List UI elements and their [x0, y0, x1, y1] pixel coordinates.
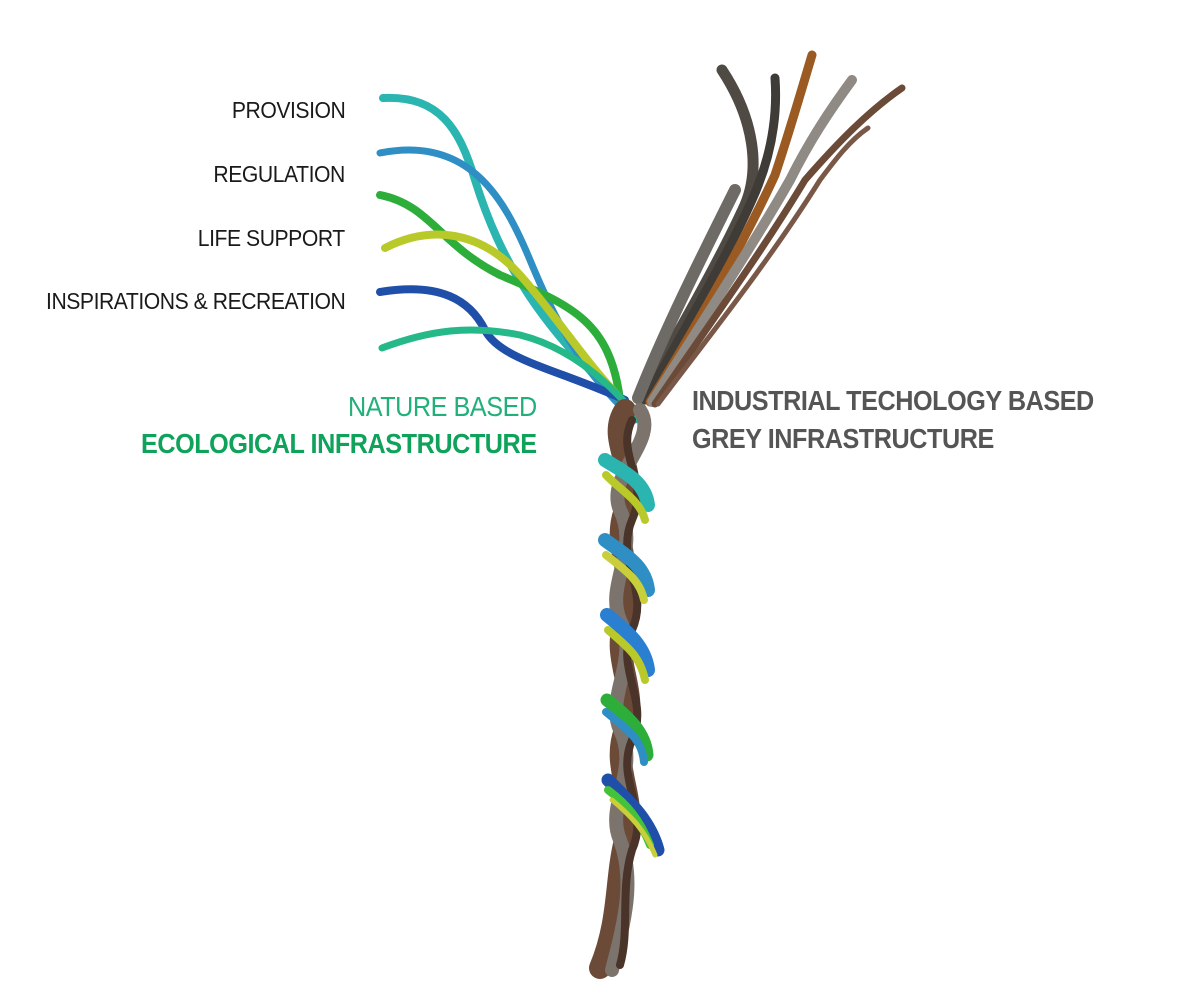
nature-strand-life-support [376, 191, 624, 404]
wrap-blue-2 [600, 608, 655, 677]
label-inspirations-recreation: INSPIRATIONS & RECREATION [45, 288, 346, 314]
wrap-yellow-4 [609, 797, 658, 858]
wrap-navy-1 [601, 773, 665, 857]
industrial-technology-label: INDUSTRIAL TECHOLOGY BASED [692, 385, 1094, 416]
grey-strand-5 [651, 84, 906, 408]
nature-strand-inspiration [376, 285, 629, 404]
nature-strand-recreation [378, 326, 644, 424]
wrap-yellow-3 [604, 626, 649, 684]
grey-strand-2 [640, 73, 781, 405]
nature-based-label: NATURE BASED [348, 391, 537, 422]
wrap-yellow-1 [602, 471, 649, 524]
wrap-teal-1 [598, 453, 655, 512]
label-provision: PROVISION [231, 97, 346, 123]
grey-strand-7 [632, 184, 741, 404]
braided-trunk [589, 399, 665, 979]
nature-strand-provision [379, 93, 644, 422]
ecological-infrastructure-label: ECOLOGICAL INFRASTRUCTURE [141, 428, 537, 459]
grey-infrastructure-label: GREY INFRASTRUCTURE [692, 423, 994, 454]
label-regulation: REGULATION [213, 161, 346, 187]
wrap-yellow-2 [602, 551, 648, 604]
label-life-support: LIFE SUPPORT [198, 225, 345, 251]
trunk-grey-strand [605, 403, 652, 977]
wrap-blue-3 [602, 708, 648, 766]
nature-strands [376, 93, 644, 424]
grey-strands [632, 50, 906, 408]
grey-strand-6 [655, 125, 871, 407]
wrap-green-1 [600, 693, 654, 762]
grey-strand-4 [647, 75, 857, 407]
wrap-blue-1 [598, 533, 655, 597]
